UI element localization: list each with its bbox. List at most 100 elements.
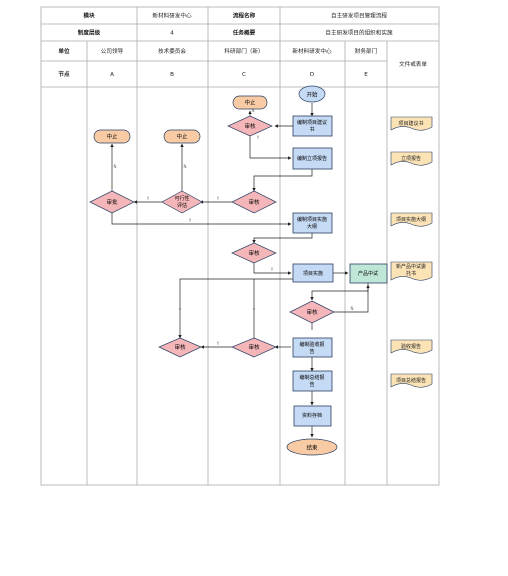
- review-c3-label: 审核: [248, 249, 260, 257]
- level-label: 制度层级: [78, 29, 101, 37]
- unit-d: 新材料研发中心: [292, 47, 332, 55]
- end-label: 结束: [306, 444, 318, 452]
- arrow-approve-outline: [111, 213, 292, 226]
- acceptance-label-2: 告: [309, 348, 314, 355]
- doc-label-4a: 新产品中试委: [396, 263, 426, 270]
- arrow-review-approvalreport: [249, 136, 292, 160]
- impl-outline-label-1: 编制项目实施: [297, 216, 327, 223]
- node-d: D: [310, 72, 314, 78]
- label-y-4: Y: [188, 218, 192, 223]
- review-c2-diamond: 审核: [231, 190, 277, 214]
- review-b-diamond: 审核: [158, 337, 202, 358]
- label-y-3: Y: [146, 196, 150, 201]
- acceptance-label-1: 编制验收报: [299, 341, 324, 348]
- label-y-1: Y: [256, 135, 260, 140]
- doc-label-2: 立项报告: [401, 155, 421, 162]
- units-label: 单位: [58, 47, 70, 55]
- feasibility-label-2: 评估: [177, 202, 187, 209]
- review-c1-label: 审核: [244, 122, 256, 130]
- doc-label-1: 项目建议书: [398, 120, 423, 127]
- arrow-impl-to-b: [178, 278, 313, 339]
- doc-impl-outline: [390, 212, 433, 227]
- label-n-3: N: [114, 164, 117, 169]
- process-value: 自主研发项目管理流程: [331, 12, 387, 20]
- arrow-review-impl: [253, 263, 292, 275]
- stop-node-a: 中止: [93, 129, 131, 144]
- doc-label-4b: 托书: [406, 270, 416, 277]
- docs-column-header: 文件或表单: [399, 60, 427, 68]
- review-c3-diamond: 审核: [231, 242, 277, 264]
- nodes-label: 节点: [58, 70, 70, 78]
- stop-node-c: 中止: [232, 95, 268, 110]
- label-n-1: N: [252, 108, 255, 113]
- doc-summary: [390, 373, 433, 388]
- doc-approval-report: [390, 151, 433, 166]
- unit-c: 科研部门（新）: [224, 47, 263, 55]
- impl-label: 项目实施: [303, 270, 323, 277]
- doc-label-6: 项目总结报告: [396, 377, 426, 384]
- doc-acceptance: [390, 339, 433, 354]
- module-value: 新材料研发中心: [152, 12, 192, 20]
- stop-c-label: 中止: [244, 99, 256, 107]
- proposal-box: 编制项目建议 书: [292, 115, 333, 137]
- summary-report-box: 编制总结报 告: [292, 370, 333, 392]
- arrow-test-review: [310, 283, 369, 301]
- module-label: 模块: [83, 12, 95, 20]
- label-y-7: Y: [252, 308, 256, 313]
- review-d-label: 审核: [306, 308, 318, 316]
- summary-value: 自主研发项目的组织和实施: [325, 29, 393, 37]
- arrow-outline-review: [252, 233, 313, 244]
- product-test-box: 产品中试: [349, 263, 388, 284]
- unit-a: 公司领导: [101, 47, 124, 55]
- node-e: E: [364, 72, 368, 78]
- stop-node-b: 中止: [163, 129, 201, 144]
- arrow-report-review: [252, 169, 313, 192]
- archive-box: 资料存档: [293, 405, 332, 427]
- approval-report-label: 编制立项报告: [297, 155, 327, 162]
- feasibility-label-1: 可行性: [174, 195, 189, 202]
- label-n-2: N: [184, 164, 187, 169]
- approve-a-label: 审批: [106, 198, 118, 206]
- document-shapes: [390, 116, 433, 388]
- review-d-diamond: 审核: [289, 300, 335, 324]
- feasibility-b-diamond: 可行性 评估: [161, 190, 203, 214]
- label-y-8: Y: [216, 341, 220, 346]
- label-y-6: Y: [178, 308, 182, 313]
- impl-outline-box: 编制项目实施 大纲: [292, 212, 333, 234]
- header-table: [40, 6, 440, 486]
- proposal-label-1: 编制项目建议: [297, 119, 327, 126]
- review-b-label: 审核: [174, 343, 186, 351]
- node-a: A: [110, 72, 114, 78]
- start-label: 开始: [306, 91, 318, 99]
- doc-proposal: [390, 116, 433, 131]
- node-c: C: [242, 72, 246, 78]
- product-test-label: 产品中试: [358, 270, 378, 277]
- archive-label: 资料存档: [302, 412, 322, 419]
- review-c1-diamond: 审核: [227, 115, 273, 137]
- stop-a-label: 中止: [106, 133, 118, 141]
- review-c2-label: 审核: [248, 198, 260, 206]
- approval-report-box: 编制立项报告: [292, 147, 333, 170]
- label-y-2: Y: [216, 196, 220, 201]
- doc-test-commission: [390, 261, 433, 281]
- end-node: 结束: [286, 438, 338, 456]
- summary-label: 任务概要: [232, 29, 256, 37]
- node-b: B: [170, 72, 174, 78]
- unit-e: 财务部门: [355, 47, 378, 55]
- review-c4-diamond: 审核: [231, 337, 277, 358]
- stop-b-label: 中止: [176, 133, 188, 141]
- summary-label-1: 编制总结报: [299, 374, 324, 381]
- summary-label-2: 告: [309, 381, 314, 388]
- impl-box: 项目实施: [292, 263, 334, 283]
- label-y-5: Y: [270, 267, 274, 272]
- level-value: 4: [170, 31, 174, 37]
- arrow-review-retest: [334, 284, 370, 313]
- unit-b: 技术委员会: [158, 47, 186, 55]
- proposal-label-2: 书: [309, 126, 314, 133]
- approve-a-diamond: 审批: [89, 190, 135, 214]
- label-n-4: N: [351, 306, 354, 311]
- acceptance-report-box: 编制验收报 告: [292, 337, 333, 358]
- review-c4-label: 审核: [248, 343, 260, 351]
